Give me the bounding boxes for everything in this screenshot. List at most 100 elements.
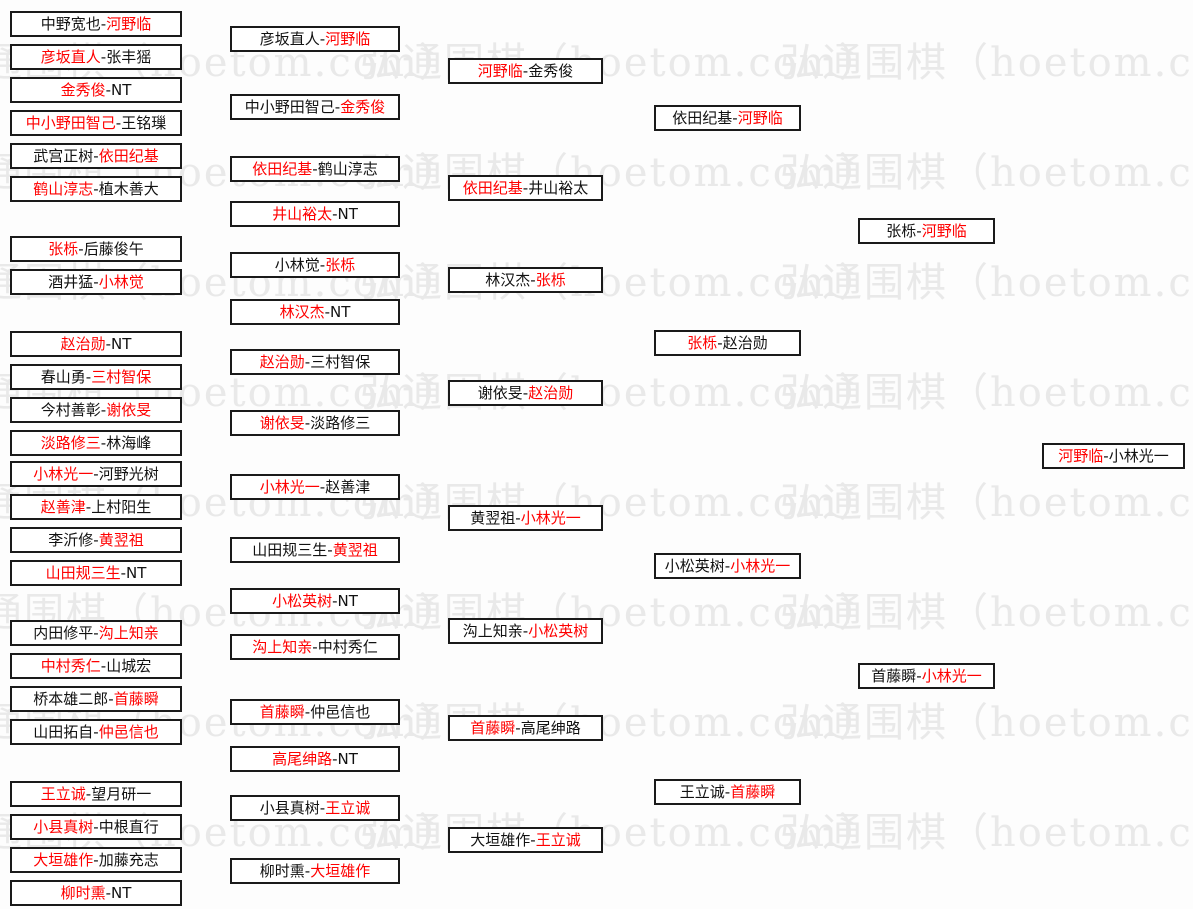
player-right: 黄翌祖 <box>332 540 378 559</box>
match-box[interactable]: 武宫正树-依田纪基 <box>10 143 182 169</box>
match-separator: - <box>100 14 107 33</box>
match-box[interactable]: 小林觉-张栎 <box>230 252 400 278</box>
match-box[interactable]: 井山裕太-NT <box>230 201 400 227</box>
match-box[interactable]: 沟上知亲-中村秀仁 <box>230 634 400 660</box>
match-box[interactable]: 小县真树-王立诚 <box>230 795 400 821</box>
player-left: 张栎 <box>48 239 79 258</box>
player-left: 赵治勋 <box>60 334 106 353</box>
match-box[interactable]: 依田纪基-河野临 <box>654 105 801 131</box>
match-box[interactable]: 彦坂直人-河野临 <box>230 26 400 52</box>
match-box[interactable]: 首藤瞬-仲邑信也 <box>230 699 400 725</box>
player-right: 淡路修三 <box>310 413 371 432</box>
match-box[interactable]: 黄翌祖-小林光一 <box>448 505 603 531</box>
match-box[interactable]: 大垣雄作-加藤充志 <box>10 847 182 873</box>
match-box[interactable]: 首藤瞬-小林光一 <box>858 663 995 689</box>
match-box[interactable]: 柳时熏-大垣雄作 <box>230 858 400 884</box>
player-right: 加藤充志 <box>98 850 159 869</box>
match-box[interactable]: 谢依旻-淡路修三 <box>230 410 400 436</box>
match-separator: - <box>100 433 107 452</box>
player-right: 沟上知亲 <box>98 623 159 642</box>
player-left: 小林光一 <box>259 477 320 496</box>
player-left: 淡路修三 <box>40 433 101 452</box>
match-box[interactable]: 小林光一-河野光树 <box>10 461 182 487</box>
player-right: 金秀俊 <box>528 61 574 80</box>
match-separator: - <box>304 413 311 432</box>
match-separator: - <box>724 556 731 575</box>
player-left: 依田纪基 <box>462 178 523 197</box>
player-left: 武宫正树 <box>33 146 94 165</box>
match-box[interactable]: 赵治勋-NT <box>10 331 182 357</box>
match-box[interactable]: 中小野田智己-金秀俊 <box>230 94 400 120</box>
match-box[interactable]: 鹤山淳志-植木善大 <box>10 176 182 202</box>
player-right: 王铭璅 <box>121 113 167 132</box>
match-box[interactable]: 中野宽也-河野临 <box>10 11 182 37</box>
match-separator: - <box>100 47 107 66</box>
player-right: 河野临 <box>106 14 152 33</box>
match-box[interactable]: 山田规三生-NT <box>10 560 182 586</box>
match-box[interactable]: 赵治勋-三村智保 <box>230 349 400 375</box>
match-box[interactable]: 淡路修三-林海峰 <box>10 430 182 456</box>
player-right: 王立诚 <box>325 798 371 817</box>
match-box[interactable]: 山田规三生-黄翌祖 <box>230 537 400 563</box>
match-separator: - <box>319 29 326 48</box>
match-box[interactable]: 张栎-河野临 <box>858 218 995 244</box>
match-box[interactable]: 酒井猛-小林觉 <box>10 269 182 295</box>
match-separator: - <box>78 239 84 258</box>
match-box[interactable]: 林汉杰-张栎 <box>448 267 603 293</box>
match-box[interactable]: 河野临-金秀俊 <box>448 58 603 84</box>
match-box[interactable]: 小县真树-中根直行 <box>10 814 182 840</box>
player-right: 王立诚 <box>535 830 581 849</box>
player-right: 张栎 <box>535 270 566 289</box>
match-box[interactable]: 河野临-小林光一 <box>1042 443 1185 469</box>
player-left: 井山裕太 <box>272 204 333 223</box>
match-box[interactable]: 高尾绅路-NT <box>230 746 400 772</box>
match-box[interactable]: 首藤瞬-高尾绅路 <box>448 715 603 741</box>
player-right: 谢依旻 <box>106 400 152 419</box>
match-box[interactable]: 依田纪基-鹤山淳志 <box>230 156 400 182</box>
match-box[interactable]: 彦坂直人-张丰猺 <box>10 44 182 70</box>
player-left: 王立诚 <box>40 784 86 803</box>
player-right: 小林光一 <box>730 556 791 575</box>
player-left: 小松英树 <box>272 591 333 610</box>
match-box[interactable]: 小松英树-NT <box>230 588 400 614</box>
player-left: 黄翌祖 <box>470 508 516 527</box>
match-box[interactable]: 张栎-后藤俊午 <box>10 236 182 262</box>
match-box[interactable]: 金秀俊-NT <box>10 77 182 103</box>
player-right: 鹤山淳志 <box>317 159 378 178</box>
player-left: 首藤瞬 <box>871 666 917 685</box>
match-box[interactable]: 张栎-赵治勋 <box>654 330 801 356</box>
player-right: 首藤瞬 <box>730 782 776 801</box>
match-box[interactable]: 中小野田智己-王铭璅 <box>10 110 182 136</box>
match-box[interactable]: 小松英树-小林光一 <box>654 553 801 579</box>
match-separator: - <box>916 221 922 240</box>
match-box[interactable]: 李沂修-黄翌祖 <box>10 527 182 553</box>
player-right: 小林光一 <box>921 666 982 685</box>
player-right: 小林觉 <box>98 272 144 291</box>
match-box[interactable]: 春山勇-三村智保 <box>10 364 182 390</box>
match-box[interactable]: 小林光一-赵善津 <box>230 474 400 500</box>
match-box[interactable]: 王立诚-首藤瞬 <box>654 779 801 805</box>
match-box[interactable]: 依田纪基-井山裕太 <box>448 175 603 201</box>
match-separator: - <box>105 334 112 353</box>
match-box[interactable]: 中村秀仁-山城宏 <box>10 653 182 679</box>
match-separator: - <box>93 530 99 549</box>
match-box[interactable]: 王立诚-望月研一 <box>10 781 182 807</box>
player-left: 赵善津 <box>40 497 86 516</box>
match-separator: - <box>530 830 536 849</box>
match-box[interactable]: 内田修平-沟上知亲 <box>10 620 182 646</box>
player-left: 彦坂直人 <box>40 47 101 66</box>
match-box[interactable]: 大垣雄作-王立诚 <box>448 827 603 853</box>
match-box[interactable]: 谢依旻-赵治勋 <box>448 380 603 406</box>
match-box[interactable]: 山田拓自-仲邑信也 <box>10 719 182 745</box>
match-separator: - <box>93 722 99 741</box>
match-separator: - <box>85 367 92 386</box>
match-box[interactable]: 柳时熏-NT <box>10 880 182 906</box>
match-box[interactable]: 桥本雄二郎-首藤瞬 <box>10 686 182 712</box>
match-box[interactable]: 沟上知亲-小松英树 <box>448 618 603 644</box>
player-right: 后藤俊午 <box>83 239 144 258</box>
match-box[interactable]: 今村善彰-谢依旻 <box>10 397 182 423</box>
player-left: 金秀俊 <box>60 80 106 99</box>
match-box[interactable]: 林汉杰-NT <box>230 299 400 325</box>
player-left: 山田规三生 <box>45 563 121 582</box>
match-box[interactable]: 赵善津-上村阳生 <box>10 494 182 520</box>
